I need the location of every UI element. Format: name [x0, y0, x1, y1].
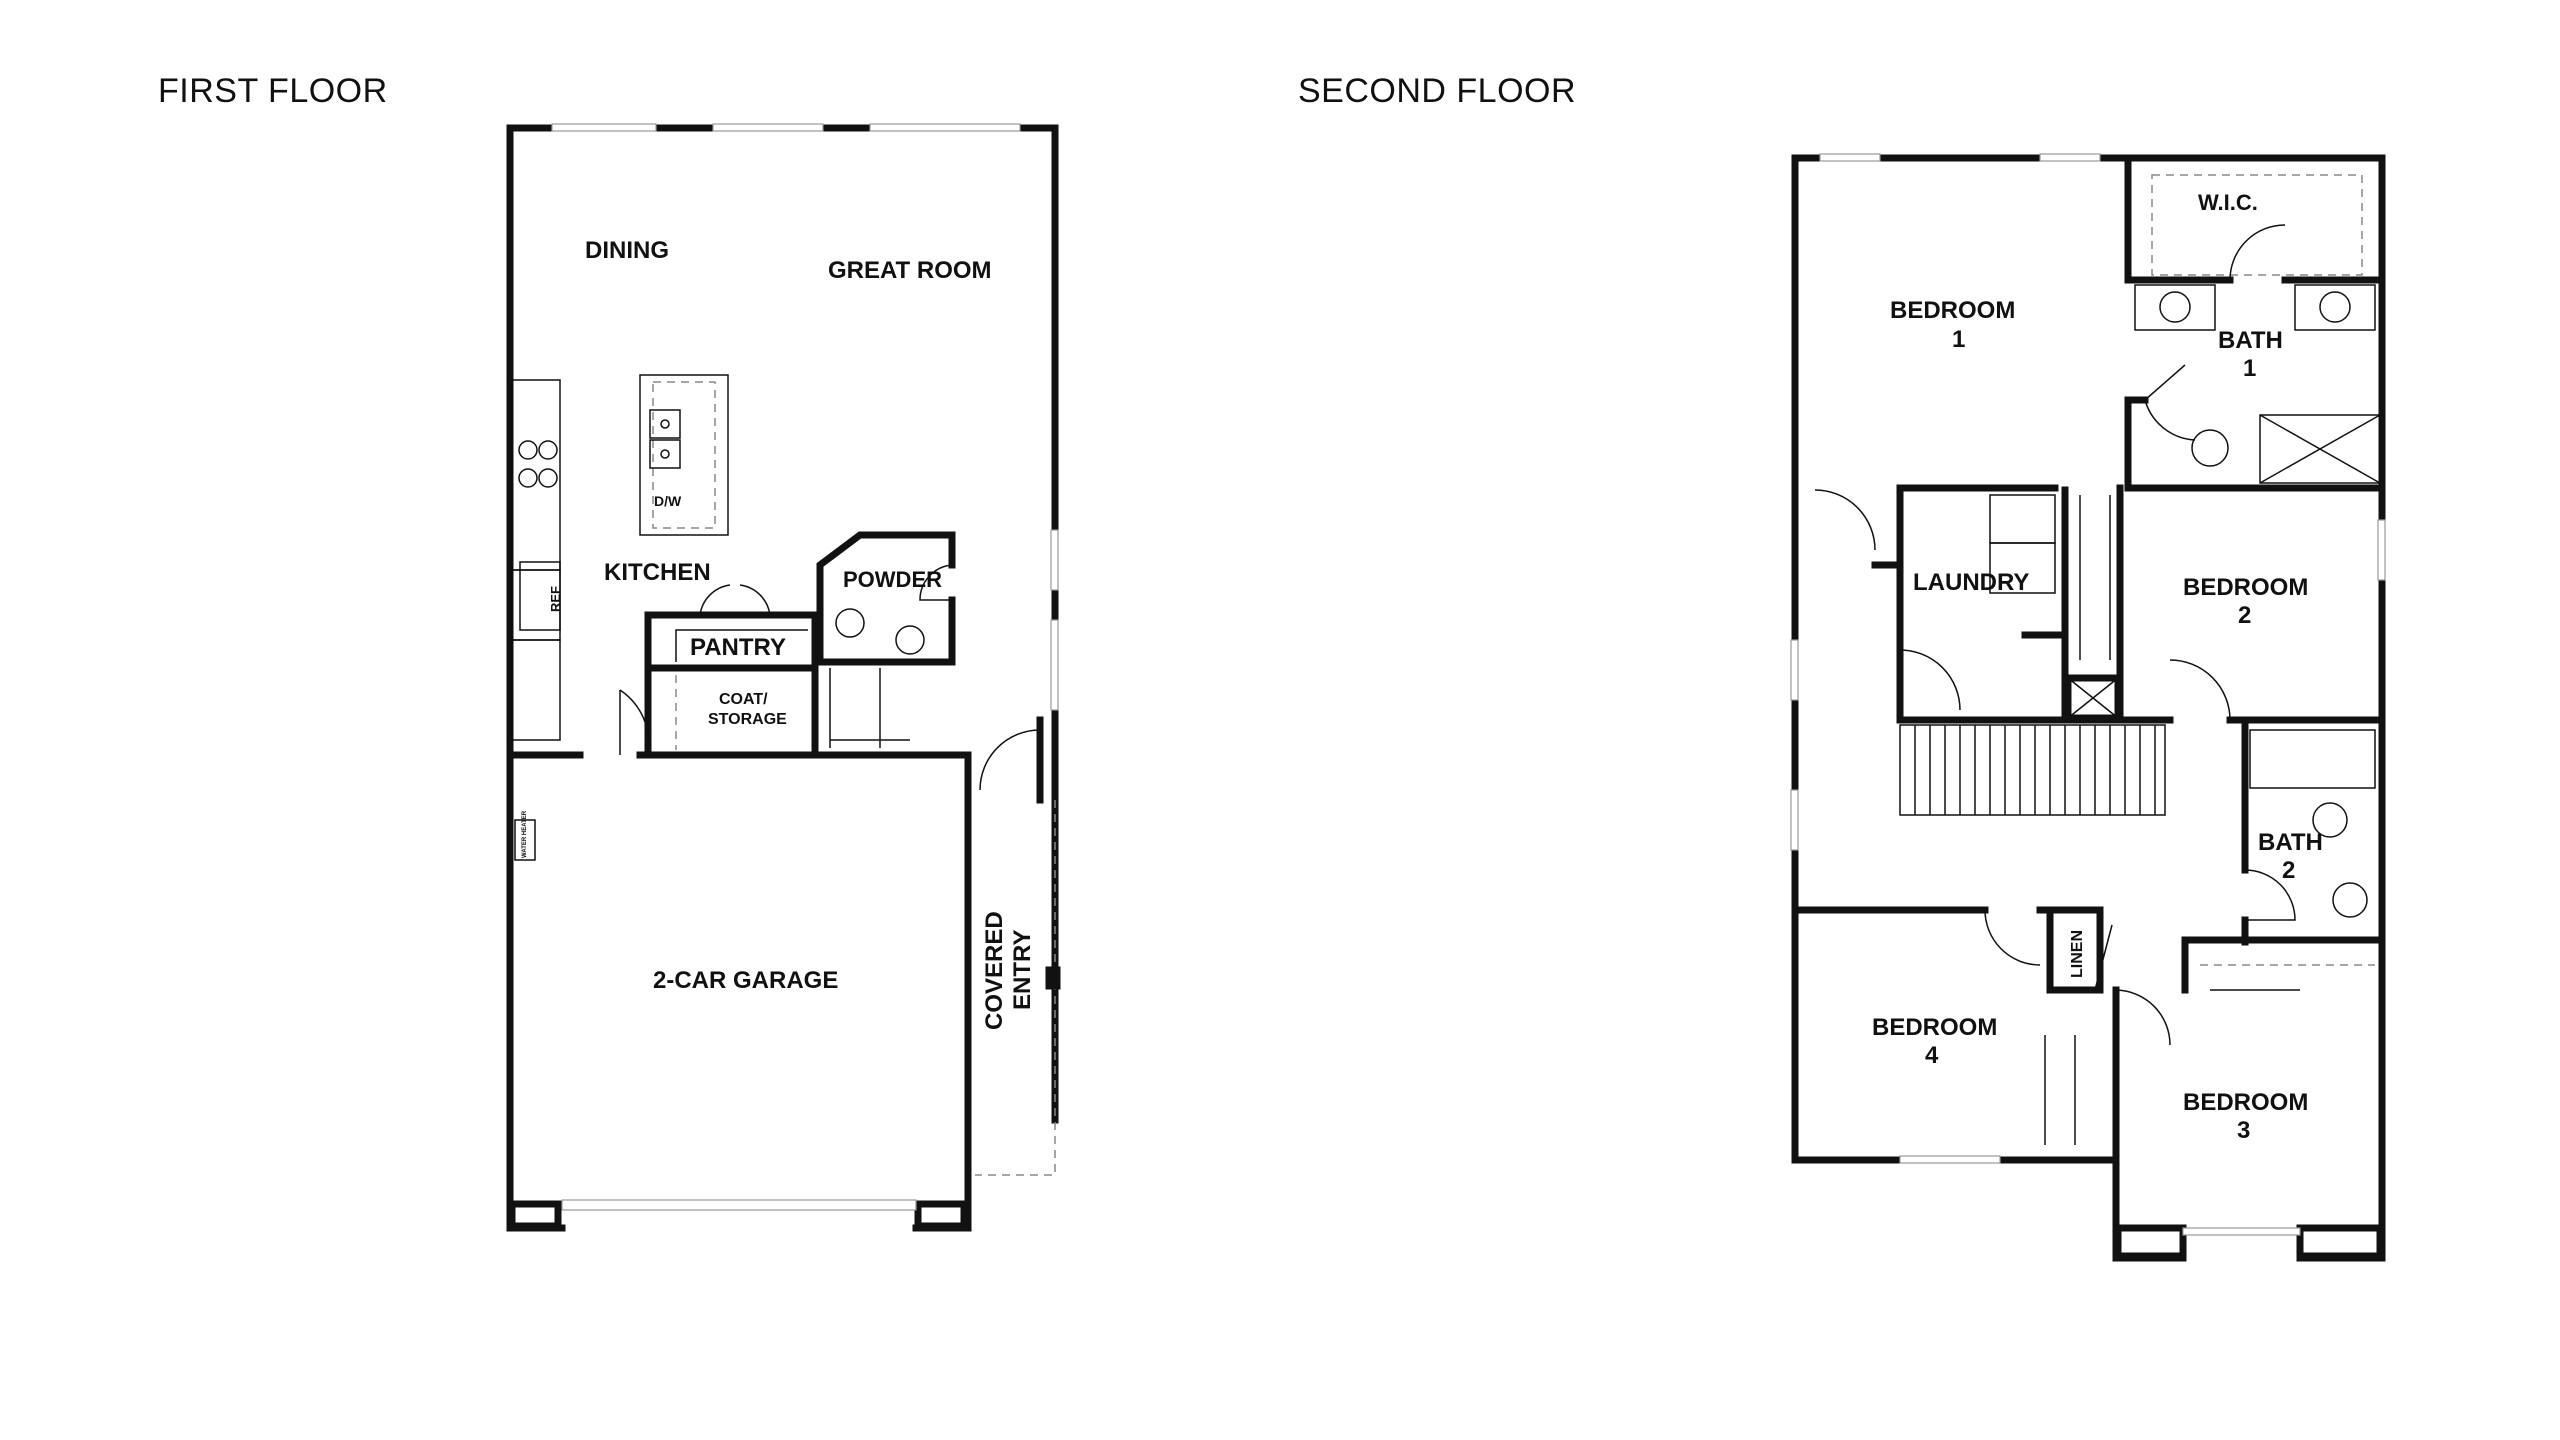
label-covered: COVERED — [981, 911, 1008, 1030]
label-bath-1: BATH — [2218, 327, 2283, 354]
label-bedroom-3: BEDROOM — [2183, 1089, 2308, 1116]
label-bedroom-3-num: 3 — [2237, 1117, 2250, 1144]
label-entry: ENTRY — [1009, 930, 1036, 1010]
label-laundry: LAUNDRY — [1913, 569, 2029, 596]
label-wic: W.I.C. — [2198, 190, 2258, 215]
label-bedroom-4: BEDROOM — [1872, 1014, 1997, 1041]
label-powder: POWDER — [843, 567, 942, 592]
label-refrigerator: REF — [548, 586, 563, 612]
label-bath-1-num: 1 — [2243, 355, 2256, 382]
first-floor-plan — [506, 123, 1061, 1232]
label-bedroom-1: BEDROOM — [1890, 297, 2015, 324]
label-bedroom-2: BEDROOM — [2183, 574, 2308, 601]
label-garage: 2-CAR GARAGE — [653, 967, 838, 994]
label-water-heater: WATER HEATER — [522, 810, 528, 858]
label-dining: DINING — [585, 237, 669, 264]
label-storage: STORAGE — [708, 711, 787, 728]
first-floor-title: FIRST FLOOR — [158, 72, 388, 110]
label-linen: LINEN — [2069, 930, 2086, 978]
label-pantry: PANTRY — [690, 634, 786, 661]
label-bedroom-2-num: 2 — [2238, 602, 2251, 629]
label-bedroom-1-num: 1 — [1952, 326, 1965, 353]
second-floor-plan — [1790, 153, 2386, 1262]
second-floor-title: SECOND FLOOR — [1298, 72, 1577, 110]
label-bath-2-num: 2 — [2282, 857, 2295, 884]
label-bedroom-4-num: 4 — [1925, 1042, 1939, 1069]
label-kitchen: KITCHEN — [604, 559, 711, 586]
label-great-room: GREAT ROOM — [828, 257, 992, 284]
label-coat: COAT/ — [719, 691, 768, 708]
label-bath-2: BATH — [2258, 829, 2323, 856]
label-dishwasher: D/W — [654, 493, 682, 509]
